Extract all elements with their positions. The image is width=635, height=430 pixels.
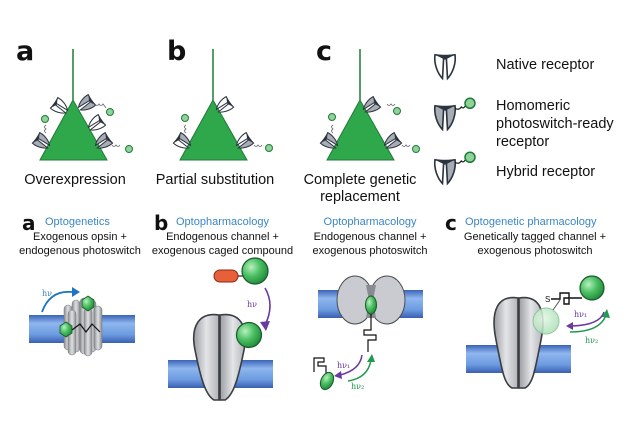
bottom-panel-c-letter: c	[445, 211, 457, 235]
legend-homomeric-label: Homomeric photoswitch-ready receptor	[496, 98, 614, 150]
desc-optogenetics: Exogenous opsin + endogenous photoswitch	[19, 231, 141, 257]
bottom-panel-b-letter: b	[154, 211, 169, 235]
desc-tagged-channel: Genetically tagged channel + exogenous p…	[463, 231, 607, 257]
caption-partial-substitution: Partial substitution	[155, 172, 275, 188]
legend-native-receptor-icon	[433, 53, 457, 80]
hv1-label: hν₁	[337, 361, 350, 370]
tagged-channel-illustration	[466, 275, 610, 389]
caption-complete-replacement: Complete genetic replacement	[303, 172, 417, 205]
caption-overexpression: Overexpression	[24, 172, 126, 188]
legend-native-label: Native receptor	[496, 57, 595, 73]
legend-hybrid-receptor-icon	[433, 151, 476, 185]
hv2-label: hν₂	[351, 382, 364, 391]
title-optopharmacology-caged: Optopharmacology	[176, 216, 269, 228]
hv1-label: hν₁	[574, 310, 587, 319]
panel-a-letter: a	[16, 36, 35, 67]
hv-label: hν	[247, 300, 257, 309]
bottom-panel-a-letter: a	[22, 211, 36, 235]
hv-label: hν	[42, 289, 52, 298]
hv2-label: hν₂	[585, 336, 598, 345]
caged-compound-illustration	[168, 257, 273, 401]
title-optopharmacology-photoswitch: Optopharmacology	[323, 216, 417, 228]
photoswitch-illustration	[313, 275, 423, 391]
desc-photoswitch: Endogenous channel + exogenous photoswit…	[312, 231, 428, 257]
legend-homomeric-receptor-icon	[433, 97, 476, 131]
desc-caged-compound: Endogenous channel + exogenous caged com…	[151, 231, 294, 257]
panel-b-letter: b	[167, 36, 187, 67]
panel-c-letter: c	[316, 36, 333, 67]
title-optogenetics: Optogenetics	[45, 216, 110, 228]
legend-hybrid-label: Hybrid receptor	[496, 164, 596, 180]
title-optogenetic-pharmacology: Optogenetic pharmacology	[465, 216, 597, 228]
neuron-partial-substitution	[172, 49, 273, 161]
neuron-overexpression	[31, 49, 133, 161]
neuron-complete-replacement	[319, 49, 420, 161]
sulfur-label: S	[545, 295, 550, 304]
opsin-illustration	[29, 287, 135, 357]
